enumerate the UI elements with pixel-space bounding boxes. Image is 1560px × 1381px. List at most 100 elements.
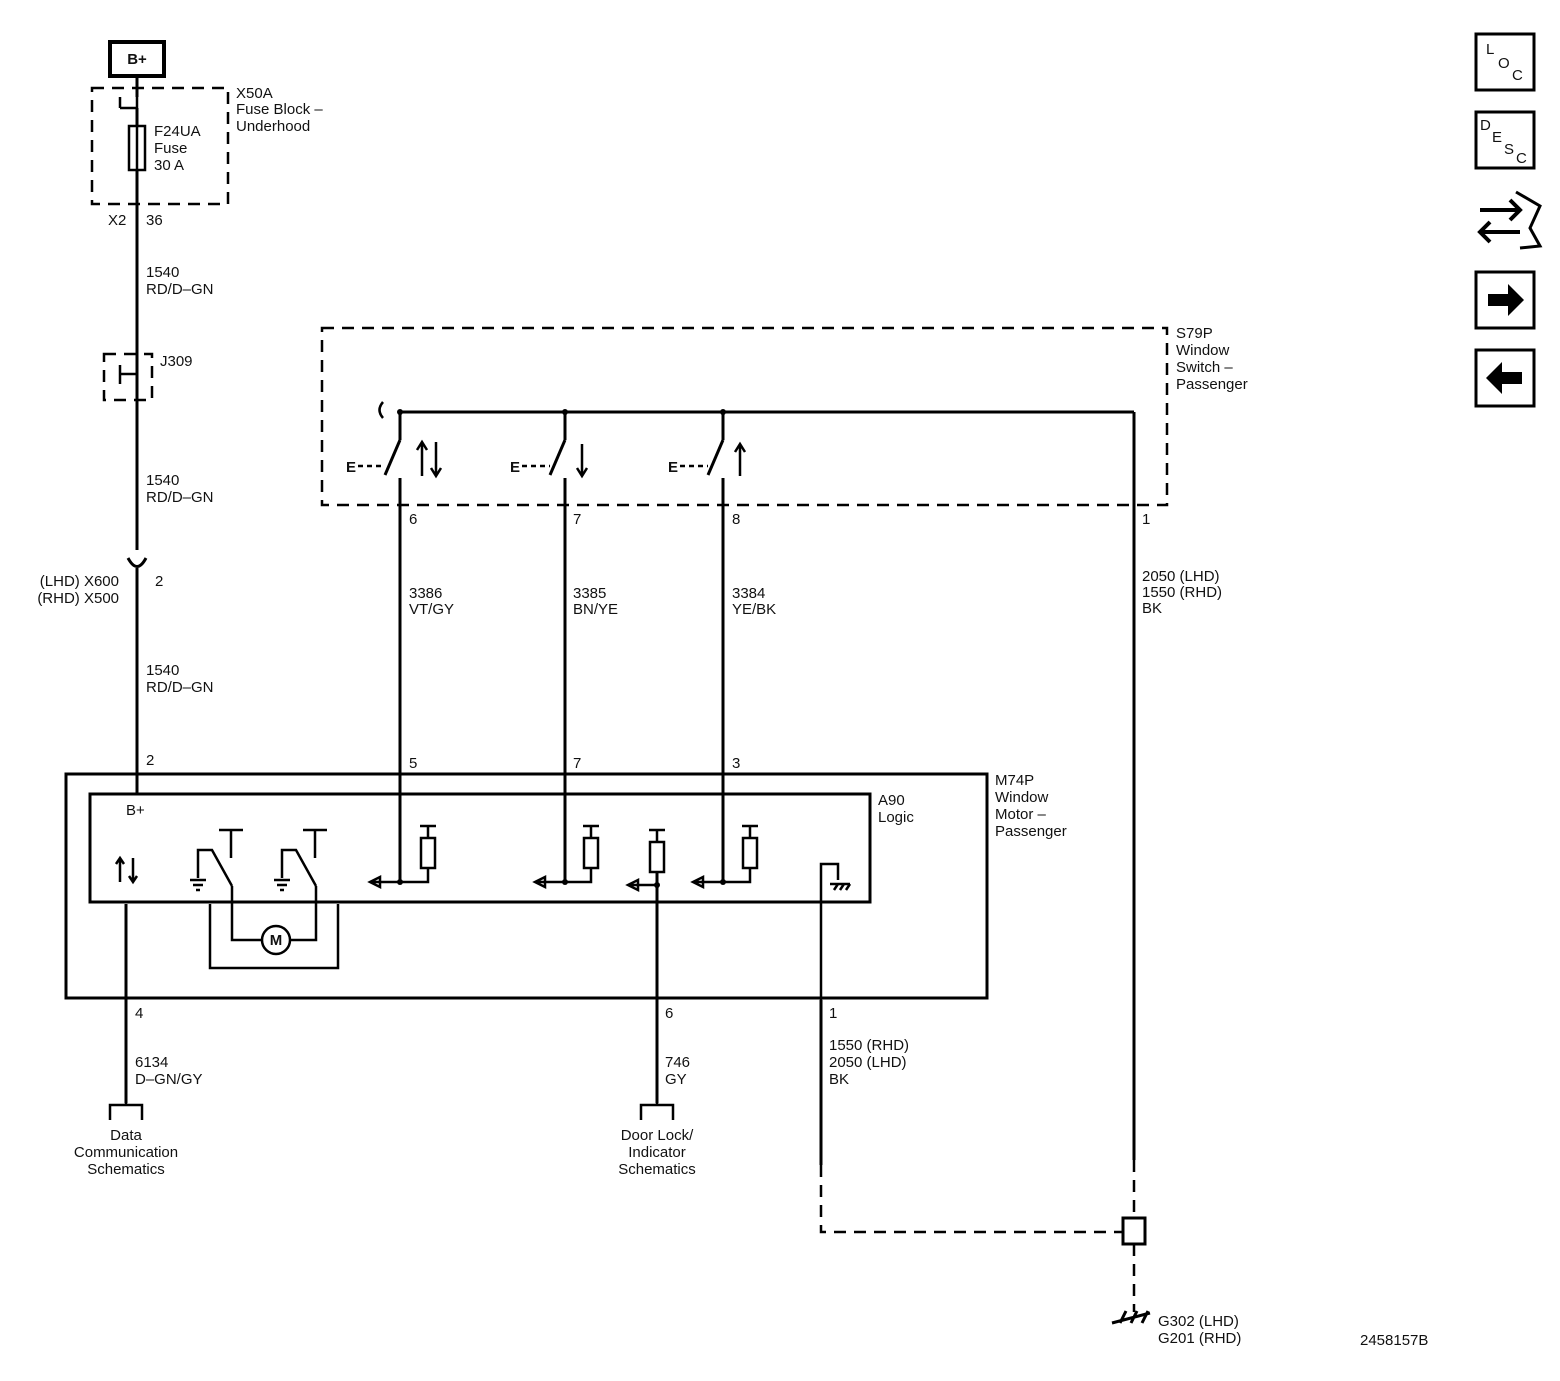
channel-1-pullup bbox=[420, 824, 436, 838]
switch-id: S79P bbox=[1176, 325, 1213, 342]
arrow-right-icon bbox=[1488, 284, 1524, 316]
switch-pin-1: 1 bbox=[1142, 511, 1150, 528]
chassis-ground-icon bbox=[1111, 1310, 1151, 1325]
motor-loop bbox=[208, 904, 340, 970]
inline-connector-rhd: (RHD) X500 bbox=[37, 590, 119, 607]
next-button[interactable] bbox=[1474, 270, 1536, 330]
wire-motor-ground-3: BK bbox=[829, 1071, 849, 1088]
channel-1-node bbox=[397, 879, 403, 885]
switch-name-2: Switch – bbox=[1176, 359, 1233, 376]
motor-pin-5: 5 bbox=[409, 755, 417, 772]
data-reference-line3: Schematics bbox=[87, 1161, 165, 1178]
channel-3-resistor bbox=[741, 836, 759, 870]
loc-o: O bbox=[1498, 55, 1510, 72]
desc-e: E bbox=[1492, 129, 1502, 146]
loc-l: L bbox=[1486, 41, 1494, 58]
logic-label: Logic bbox=[878, 809, 914, 826]
desc-d: D bbox=[1480, 117, 1491, 134]
switch1-e: E bbox=[346, 459, 356, 476]
motor-name-2: Motor – bbox=[995, 806, 1047, 823]
desc-s: S bbox=[1504, 141, 1514, 158]
switch1-blade bbox=[383, 439, 402, 476]
fuse-block-name-1: Fuse Block – bbox=[236, 101, 323, 118]
up-arrow-icon bbox=[733, 441, 747, 476]
fuse-block-pin: 36 bbox=[146, 212, 163, 229]
motor-pin-3: 3 bbox=[732, 755, 740, 772]
battery-label: B+ bbox=[127, 51, 147, 68]
channel-3-arrow bbox=[690, 868, 752, 890]
wire-3384-circuit: 3384 bbox=[732, 585, 765, 602]
channel-1-arrow bbox=[367, 868, 430, 890]
inline-connector-symbol bbox=[126, 557, 148, 568]
motor-leads bbox=[230, 886, 318, 942]
wire-motor-ground-2: 2050 (LHD) bbox=[829, 1054, 907, 1071]
inline-connector-pin: 2 bbox=[155, 573, 163, 590]
switch3-blade bbox=[706, 439, 725, 476]
switch-bus-end bbox=[378, 401, 384, 419]
wire-6134-circuit: 6134 bbox=[135, 1054, 168, 1071]
motor-ground-dashed bbox=[819, 1165, 1122, 1234]
location-button[interactable]: L O C bbox=[1474, 32, 1536, 92]
wire-switch-ground-2: 1550 (RHD) bbox=[1142, 584, 1222, 601]
channel-door-pullup bbox=[649, 828, 665, 842]
relay-1-ground-icon bbox=[190, 878, 206, 892]
connector-arrows-icon bbox=[1477, 198, 1523, 244]
motor-pin-7: 7 bbox=[573, 755, 581, 772]
channel-3-pullup bbox=[742, 824, 758, 838]
fuse-block-id: X50A bbox=[236, 85, 273, 102]
splice-outline bbox=[102, 352, 154, 402]
fuse-id: F24UA bbox=[154, 123, 201, 140]
wire-1540-circuit-1: 1540 bbox=[146, 264, 179, 281]
data-reference-line2: Communication bbox=[74, 1144, 178, 1161]
logic-outline bbox=[88, 792, 872, 904]
switch3-e: E bbox=[668, 459, 678, 476]
switch-name-3: Passenger bbox=[1176, 376, 1248, 393]
wire-1540-circuit-2: 1540 bbox=[146, 472, 179, 489]
motor-id: M74P bbox=[995, 772, 1034, 789]
wire-switch-ground-1: 2050 (LHD) bbox=[1142, 568, 1220, 585]
logic-ground-lead bbox=[819, 862, 840, 1000]
wire-3386-color: VT/GY bbox=[409, 601, 454, 618]
connector-view-button[interactable] bbox=[1477, 190, 1543, 250]
fuse-block-outline bbox=[90, 86, 230, 206]
switch-pin-7: 7 bbox=[573, 511, 581, 528]
down-arrow-icon bbox=[575, 444, 589, 479]
desc-c: C bbox=[1516, 150, 1527, 167]
wire-746-circuit: 746 bbox=[665, 1054, 690, 1071]
fuse-type: Fuse bbox=[154, 140, 187, 157]
relay-2-switch bbox=[280, 828, 327, 887]
splice-symbol bbox=[118, 365, 137, 384]
fuse-block-terminal bbox=[118, 97, 139, 110]
switch-pin-8: 8 bbox=[732, 511, 740, 528]
inline-connector-lhd: (LHD) X600 bbox=[40, 573, 119, 590]
wire-1540-color-3: RD/D–GN bbox=[146, 679, 214, 696]
motor-pin-2: 2 bbox=[146, 752, 154, 769]
switch-name-1: Window bbox=[1176, 342, 1230, 359]
arrow-left-icon bbox=[1486, 362, 1522, 394]
previous-button[interactable] bbox=[1474, 348, 1536, 408]
door-reference-line3: Schematics bbox=[618, 1161, 696, 1178]
channel-2-resistor bbox=[582, 836, 600, 870]
wire-switch-ground-3: BK bbox=[1142, 600, 1162, 617]
wire-3384-color: YE/BK bbox=[732, 601, 776, 618]
fuse-block-name-2: Underhood bbox=[236, 118, 310, 135]
motor-pin-1: 1 bbox=[829, 1005, 837, 1022]
relay-2-ground-icon bbox=[274, 878, 290, 892]
motor-name-1: Window bbox=[995, 789, 1049, 806]
wire-3385-color: BN/YE bbox=[573, 601, 618, 618]
relay-1-switch bbox=[196, 828, 243, 887]
motor-pin-4: 4 bbox=[135, 1005, 143, 1022]
wire-1540-color-1: RD/D–GN bbox=[146, 281, 214, 298]
wire-6134-color: D–GN/GY bbox=[135, 1071, 203, 1088]
ground-id-rhd: G201 (RHD) bbox=[1158, 1330, 1241, 1347]
wire-3386-circuit: 3386 bbox=[409, 585, 442, 602]
channel-2-pullup bbox=[583, 824, 599, 838]
fuse-rating: 30 A bbox=[154, 157, 184, 174]
wire-1540-circuit-3: 1540 bbox=[146, 662, 179, 679]
description-button[interactable]: D E S C bbox=[1474, 110, 1536, 170]
wire-3385-circuit: 3385 bbox=[573, 585, 606, 602]
data-reference-line1: Data bbox=[110, 1127, 142, 1144]
switch2-blade bbox=[548, 439, 567, 476]
channel-2-arrow bbox=[532, 868, 593, 890]
